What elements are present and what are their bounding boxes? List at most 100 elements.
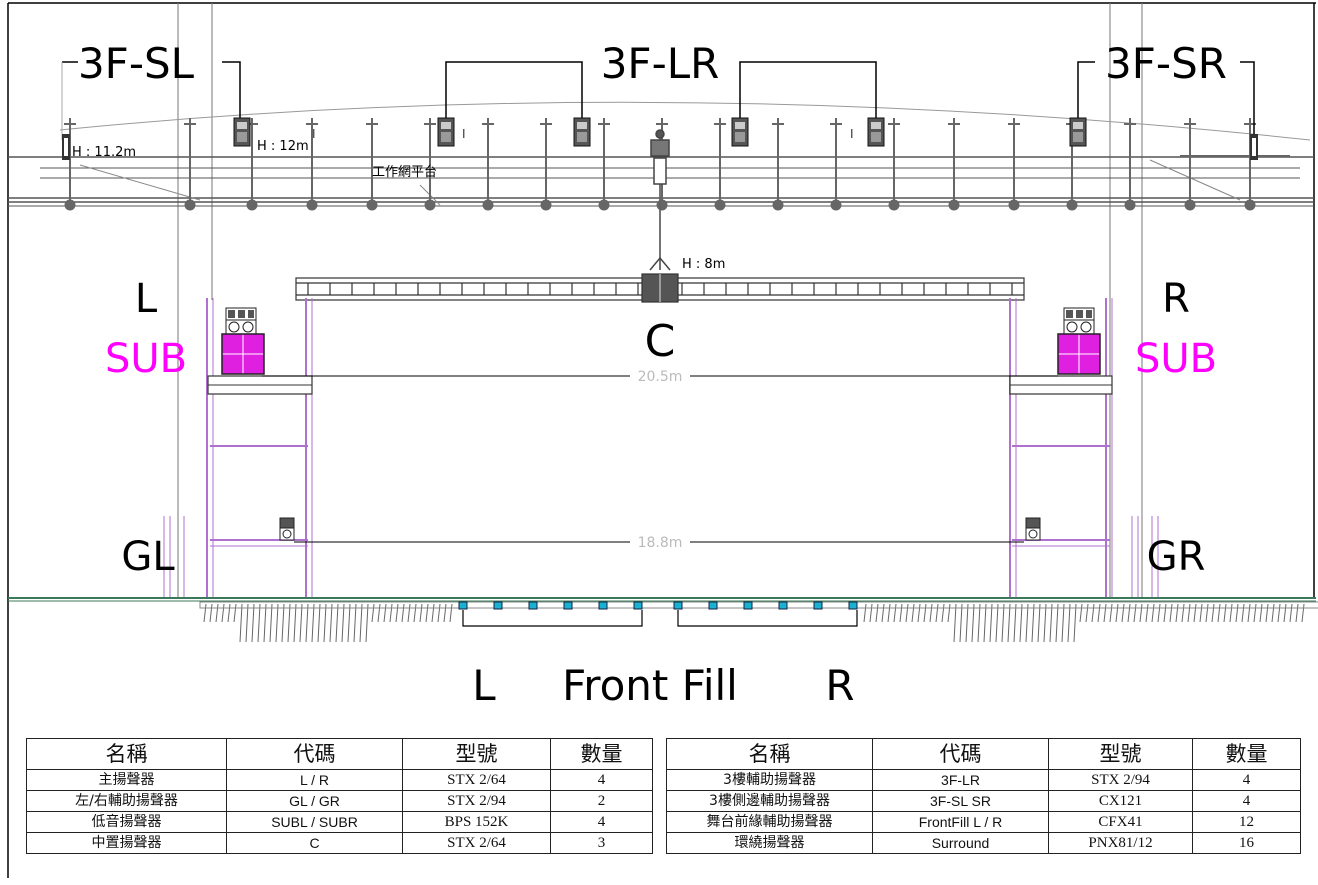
cell-name: 左/右輔助揚聲器 <box>26 790 227 812</box>
floor-hatch-line <box>1073 603 1077 643</box>
front-fill-speaker <box>563 601 573 610</box>
label-front-fill-right: R <box>825 661 854 710</box>
label-front-fill-left: L <box>472 661 496 710</box>
floor-hatch-line <box>299 603 303 643</box>
main-speakers <box>221 307 1101 541</box>
cell-quantity: 2 <box>550 790 653 812</box>
floor-hatch-line <box>989 603 993 643</box>
floor-hatch-line <box>395 603 399 623</box>
floor-hatch-line <box>1103 603 1107 623</box>
front-fill-speaker <box>813 601 823 610</box>
floor-hatch-line <box>221 603 225 623</box>
table-row: 舞台前緣輔助揚聲器 FrontFill L / R CFX41 12 <box>666 811 1301 833</box>
cell-name: 低音揚聲器 <box>26 811 227 833</box>
center-cluster-rigging <box>649 129 671 271</box>
diagram-labels: 3F-SL 3F-LR 3F-SR H : 11.2m H : 12m 工作網平… <box>72 39 1227 710</box>
label-front-fill: Front Fill <box>562 661 738 710</box>
speaker-3f-sl-side <box>62 134 70 160</box>
floor-hatch-line <box>935 603 939 623</box>
floor-hatch-line <box>1247 603 1251 623</box>
cell-name: 3樓側邊輔助揚聲器 <box>666 790 873 812</box>
front-fill-speaker <box>598 601 608 610</box>
hanger-node <box>1184 199 1196 211</box>
floor-hatch-line <box>1151 603 1155 623</box>
header-quantity: 數量 <box>550 738 653 770</box>
hanger-node <box>424 199 436 211</box>
cell-code: Surround <box>872 832 1049 854</box>
floor-hatch-line <box>1121 603 1125 623</box>
floor-hatch-line <box>335 603 339 643</box>
cell-name: 主揚聲器 <box>26 769 227 791</box>
speaker-3f-sr <box>1069 117 1087 147</box>
speaker-3f-lr <box>731 117 749 147</box>
floor-hatch-line <box>1205 603 1209 623</box>
floor-hatch-line <box>347 603 351 643</box>
speaker-3f-sr-side <box>1250 134 1258 160</box>
floor-hatch-line <box>1019 603 1023 643</box>
table-row: 中置揚聲器 C STX 2/64 3 <box>26 832 653 854</box>
floor-hatch-line <box>263 603 267 643</box>
floor-hatch-line <box>287 603 291 643</box>
front-fill-speaker <box>633 601 643 610</box>
floor-hatch-line <box>311 603 315 643</box>
gl-speaker <box>279 517 295 541</box>
floor-hatch-line <box>1115 603 1119 623</box>
hanger-node <box>714 199 726 211</box>
cell-name: 舞台前緣輔助揚聲器 <box>666 811 873 833</box>
floor-hatch-line <box>1235 603 1239 623</box>
floor-hatch-line <box>203 603 207 623</box>
floor-hatch-line <box>209 603 213 623</box>
left-tower <box>206 298 313 598</box>
cell-name: 3樓輔助揚聲器 <box>666 769 873 791</box>
cell-model: STX 2/94 <box>1048 769 1193 791</box>
floor-hatch-line <box>431 603 435 623</box>
cell-model: STX 2/64 <box>402 769 551 791</box>
floor-hatch-line <box>377 603 381 623</box>
label-main-left: L <box>135 276 158 322</box>
floor-hatch-line <box>323 603 327 643</box>
floor-hatch-line <box>1109 603 1113 623</box>
floor-hatch-line <box>1079 603 1083 623</box>
cell-code: GL / GR <box>226 790 403 812</box>
speaker-3f-lr <box>437 117 455 147</box>
label-platform: 工作網平台 <box>372 165 437 180</box>
table-row: 左/右輔助揚聲器 GL / GR STX 2/94 2 <box>26 790 653 812</box>
floor-hatch-line <box>1049 603 1053 643</box>
label-height-lr: H : 12m <box>257 139 309 154</box>
floor-hatch-line <box>1061 603 1065 643</box>
floor-hatch-line <box>1043 603 1047 643</box>
floor-hatch-line <box>1091 603 1095 623</box>
hanger-node <box>772 199 784 211</box>
label-sub-left: SUB <box>105 336 187 382</box>
header-code: 代碼 <box>226 738 403 770</box>
floor-hatch-line <box>1229 603 1233 623</box>
label-height-sl: H : 11.2m <box>72 145 136 160</box>
cell-quantity: 4 <box>550 769 653 791</box>
floor-hatch-line <box>389 603 393 623</box>
label-dimension-lower: 18.8m <box>638 535 683 551</box>
floor-hatch-line <box>995 603 999 643</box>
floor-hatch-line <box>215 603 219 623</box>
floor-hatch-line <box>875 603 879 623</box>
speaker-3f-sl <box>233 117 251 147</box>
floor-hatch-line <box>371 603 375 623</box>
floor-hatch-line <box>1025 603 1029 643</box>
floor-hatch-line <box>1187 603 1191 623</box>
center-truss <box>295 273 1025 303</box>
floor-hatch-line <box>1283 603 1287 623</box>
cell-name: 環繞揚聲器 <box>666 832 873 854</box>
floor-hatch-line <box>425 603 429 623</box>
floor-hatch-line <box>917 603 921 623</box>
table-row: 低音揚聲器 SUBL / SUBR BPS 152K 4 <box>26 811 653 833</box>
drawing-frame <box>7 2 1316 878</box>
floor-hatch-line <box>1139 603 1143 623</box>
main-left-speaker <box>225 307 257 335</box>
roof-curve <box>59 101 1311 141</box>
cell-quantity: 3 <box>550 832 653 854</box>
front-fill-speaker <box>848 601 858 610</box>
front-fill-speaker <box>708 601 718 610</box>
hanger-node <box>656 199 668 211</box>
floor-hatch-line <box>971 603 975 643</box>
label-center: C <box>645 316 676 367</box>
